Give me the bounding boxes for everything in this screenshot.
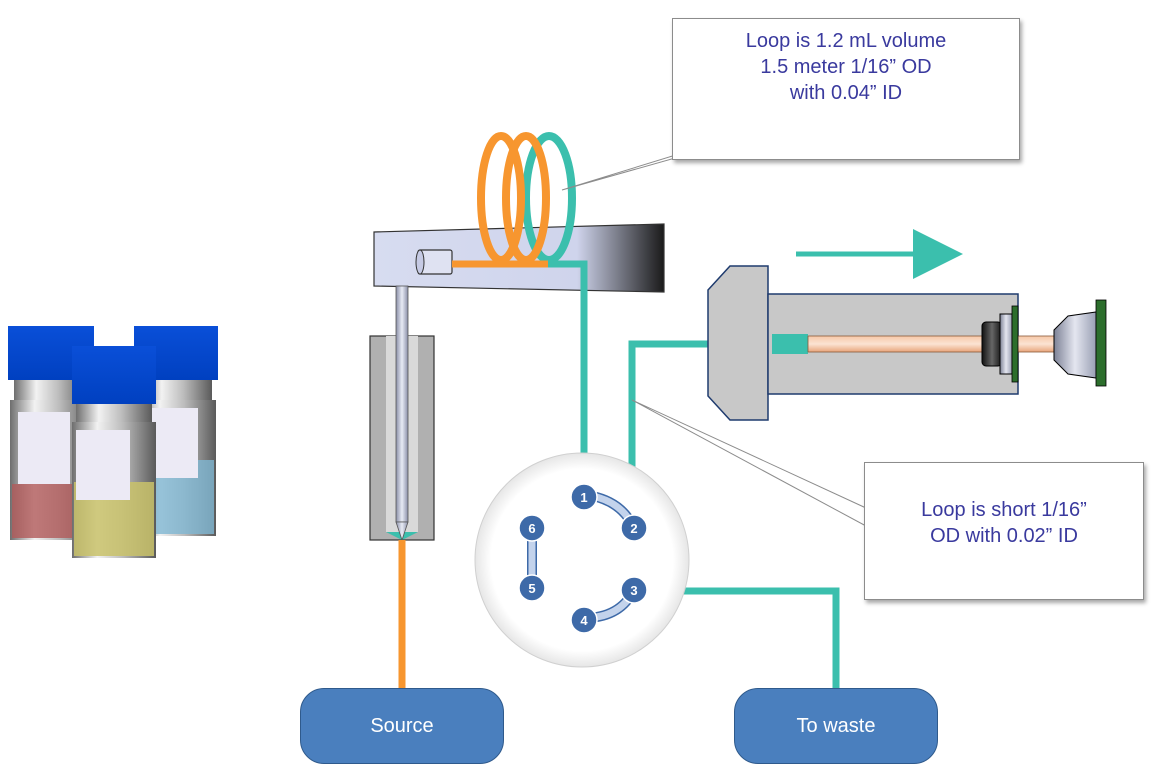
syringe [707,265,1107,421]
waste-label: To waste [796,714,876,737]
valve-port-label-5: 5 [528,581,535,596]
valve-port-5 [518,574,546,602]
valve-port-1 [570,483,598,511]
waste-tubing [648,587,840,688]
callout-short-loop: Loop is short 1/16” OD with 0.02” ID [864,462,1144,600]
callout-short-line-1: Loop is short 1/16” [921,499,1087,521]
valve-port-label-4: 4 [580,613,588,628]
callout-loop-line-1: Loop is 1.2 mL volume [745,30,947,52]
valve-port-label-6: 6 [528,521,535,536]
valve-port-2 [620,514,648,542]
callout-loop-line-2: 1.5 meter 1/16” OD [760,56,932,78]
sample-needle [395,285,409,542]
sample-vials [8,326,218,558]
vial-middle [72,346,156,558]
valve-port-label-2: 2 [630,521,637,536]
source-box: Source [300,688,504,764]
callout-loop-line-3: with 0.04” ID [789,82,903,104]
valve-port-3 [620,576,648,604]
sample-loop-coil [452,132,588,494]
valve-ports: 1 2 3 4 5 6 [518,483,648,634]
valve-port-6 [518,514,546,542]
valve-port-label-1: 1 [580,490,587,505]
waste-box: To waste [734,688,938,764]
source-label: Source [370,714,434,737]
valve-port-label-3: 3 [630,583,637,598]
callout-short-line-2: OD with 0.02” ID [930,525,1078,547]
valve-port-4 [570,606,598,634]
callout-loop-volume: Loop is 1.2 mL volume 1.5 meter 1/16” OD… [672,18,1020,160]
